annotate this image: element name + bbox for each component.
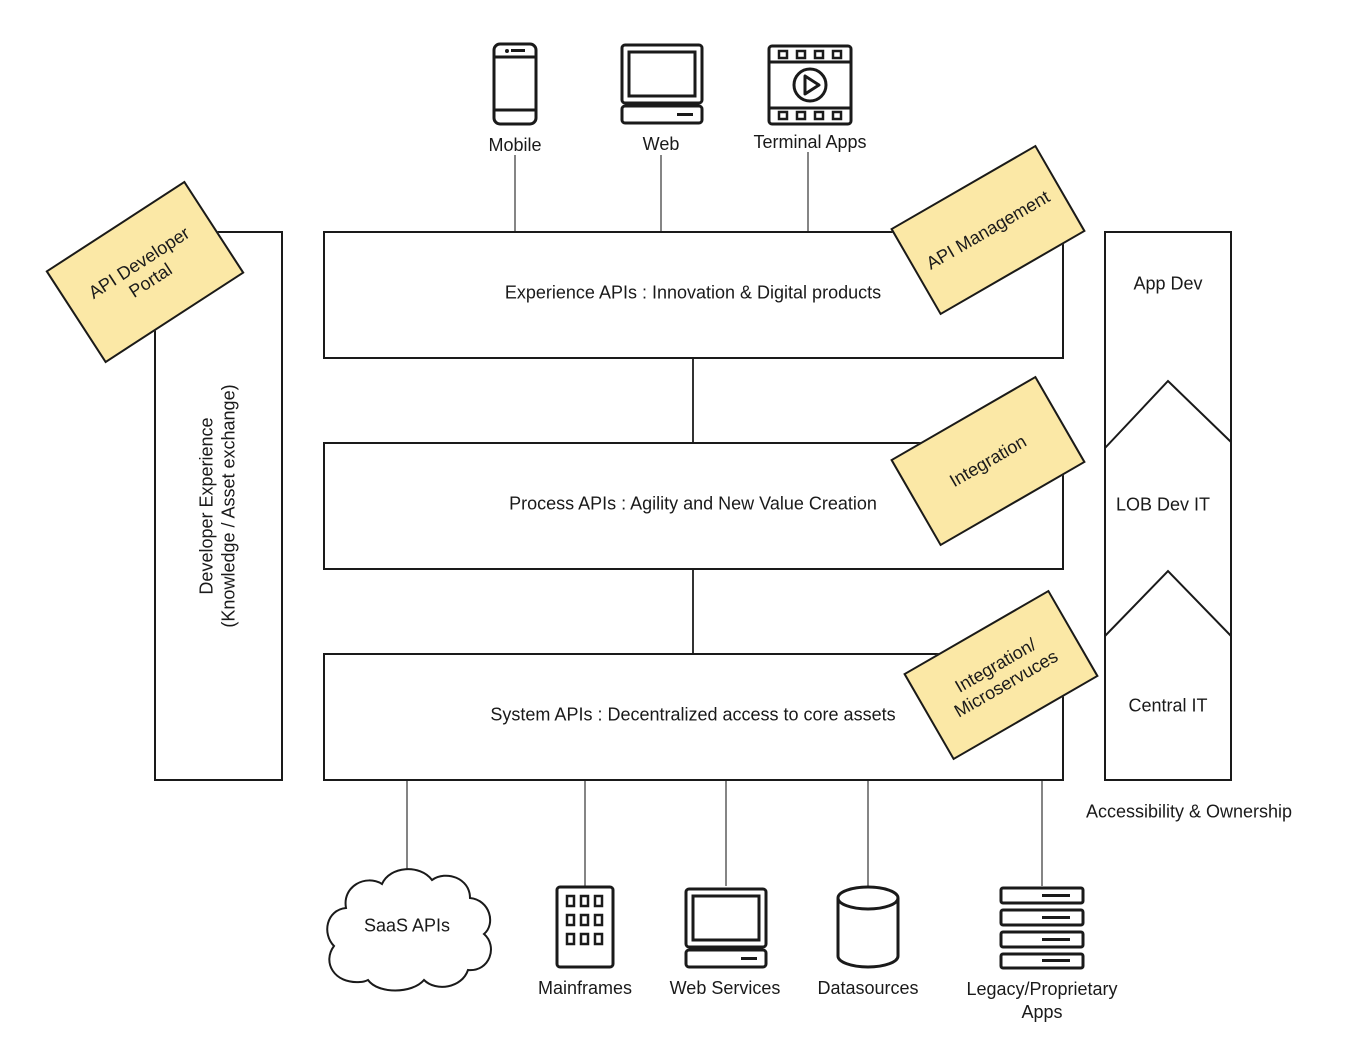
legacy-apps-label: Legacy/Proprietary Apps bbox=[966, 979, 1118, 1023]
developer-experience-column bbox=[154, 231, 283, 781]
ownership-column bbox=[1104, 231, 1232, 781]
desktop-icon bbox=[620, 43, 704, 125]
server-stack-icon bbox=[999, 886, 1085, 970]
terminal-apps-label: Terminal Apps bbox=[753, 132, 867, 152]
database-icon bbox=[836, 885, 900, 969]
datasources-label: Datasources bbox=[817, 978, 919, 998]
process-apis-label: Process APIs : Agility and New Value Cre… bbox=[509, 493, 877, 514]
web-label: Web bbox=[642, 134, 680, 154]
web-services-icon bbox=[684, 887, 768, 969]
app-dev-label: App Dev bbox=[1133, 273, 1203, 294]
accessibility-ownership-caption: Accessibility & Ownership bbox=[1085, 801, 1293, 822]
building-icon bbox=[555, 885, 615, 969]
developer-experience-label: Developer Experience (Knowledge / Asset … bbox=[196, 384, 238, 628]
mobile-label: Mobile bbox=[488, 135, 542, 155]
video-icon bbox=[767, 44, 853, 126]
mainframes-label: Mainframes bbox=[537, 978, 633, 998]
saas-apis-label: SaaS APIs bbox=[363, 915, 451, 936]
experience-apis-label: Experience APIs : Innovation & Digital p… bbox=[504, 282, 882, 303]
system-apis-label: System APIs : Decentralized access to co… bbox=[490, 704, 896, 725]
cloud-icon bbox=[326, 868, 492, 992]
web-services-label: Web Services bbox=[669, 978, 781, 998]
mobile-icon bbox=[492, 42, 538, 126]
lob-dev-it-label: LOB Dev IT bbox=[1115, 494, 1211, 515]
central-it-label: Central IT bbox=[1128, 695, 1208, 716]
